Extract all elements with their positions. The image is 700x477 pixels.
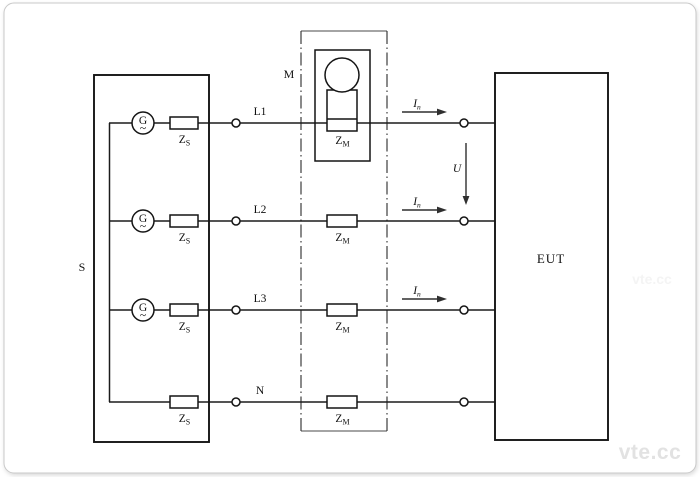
generator-symbol-l3 (131, 298, 155, 322)
impedance-base: Z (179, 321, 186, 333)
nominal-current-label: In (412, 196, 421, 210)
impedance-sub: S (186, 237, 190, 246)
current-base: I (412, 196, 418, 208)
impedance-base: Z (335, 413, 342, 425)
source-impedance-box-l3 (169, 303, 199, 317)
source-impedance-label: ZS (179, 232, 190, 246)
measurement-impedance-label: ZM (335, 135, 349, 149)
generator-letter: G (139, 115, 147, 127)
eut-label: EUT (537, 251, 565, 266)
watermark: vte.cc (619, 441, 682, 464)
impedance-sub: S (186, 139, 190, 148)
impedance-base: Z (179, 134, 186, 146)
impedance-base: Z (335, 321, 342, 333)
current-sub: n (417, 201, 421, 210)
generator-letter: G (139, 302, 147, 314)
terminal-dot (231, 397, 241, 407)
terminal-dot (459, 305, 469, 315)
current-sub: n (417, 290, 421, 299)
phase-label-l3: L3 (254, 293, 267, 305)
source-section-label: S (79, 260, 86, 274)
measurement-impedance-box-l3 (326, 303, 358, 317)
impedance-base: Z (179, 232, 186, 244)
measurement-impedance-box-l2 (326, 214, 358, 228)
phase-label-l2: L2 (254, 204, 267, 216)
impedance-sub: S (186, 326, 190, 335)
terminal-dot (459, 216, 469, 226)
eut-box (494, 72, 609, 441)
measuring-instrument-dial-icon (324, 57, 360, 93)
phase-label-l1: L1 (254, 106, 267, 118)
source-impedance-label: ZS (179, 413, 190, 427)
measurement-section-label: M (284, 67, 295, 81)
terminal-dot (459, 397, 469, 407)
neutral-label-n: N (256, 385, 265, 397)
source-impedance-label: ZS (179, 321, 190, 335)
source-impedance-box-l1 (169, 116, 199, 130)
source-impedance-box-l2 (169, 214, 199, 228)
terminal-dot (231, 305, 241, 315)
impedance-sub: M (342, 237, 349, 246)
terminal-dot (231, 216, 241, 226)
current-arrowhead-l2 (437, 206, 447, 214)
measuring-instrument-body (326, 89, 358, 132)
source-impedance-label: ZS (179, 134, 190, 148)
current-arrowhead-l3 (437, 295, 447, 303)
current-arrowhead-l1 (437, 108, 447, 116)
impedance-base: Z (179, 413, 186, 425)
nominal-current-label: In (412, 285, 421, 299)
watermark-faint: vte.cc (632, 271, 672, 287)
measurement-impedance-label: ZM (335, 232, 349, 246)
generator-symbol-l1 (131, 111, 155, 135)
generator-letter: G (139, 213, 147, 225)
terminal-dot (231, 118, 241, 128)
impedance-sub: S (186, 418, 190, 427)
impedance-base: Z (335, 232, 342, 244)
source-impedance-box-n (169, 395, 199, 409)
measurement-impedance-box-n (326, 395, 358, 409)
generator-waveform-icon: ~ (140, 221, 146, 233)
measuring-instrument-enclosure (314, 49, 371, 162)
current-sub: n (417, 103, 421, 112)
impedance-sub: M (342, 326, 349, 335)
impedance-sub: M (342, 418, 349, 427)
terminal-dot (459, 118, 469, 128)
measurement-impedance-label: ZM (335, 413, 349, 427)
impedance-sub: M (342, 140, 349, 149)
voltage-arrowhead (462, 196, 470, 205)
nominal-current-label: In (412, 98, 421, 112)
current-base: I (412, 285, 418, 297)
measurement-impedance-label: ZM (335, 321, 349, 335)
generator-symbol-l2 (131, 209, 155, 233)
generator-waveform-icon: ~ (140, 123, 146, 135)
generator-waveform-icon: ~ (140, 310, 146, 322)
current-base: I (412, 98, 418, 110)
voltage-label: U (453, 163, 462, 175)
source-box (93, 74, 210, 443)
impedance-base: Z (335, 135, 342, 147)
